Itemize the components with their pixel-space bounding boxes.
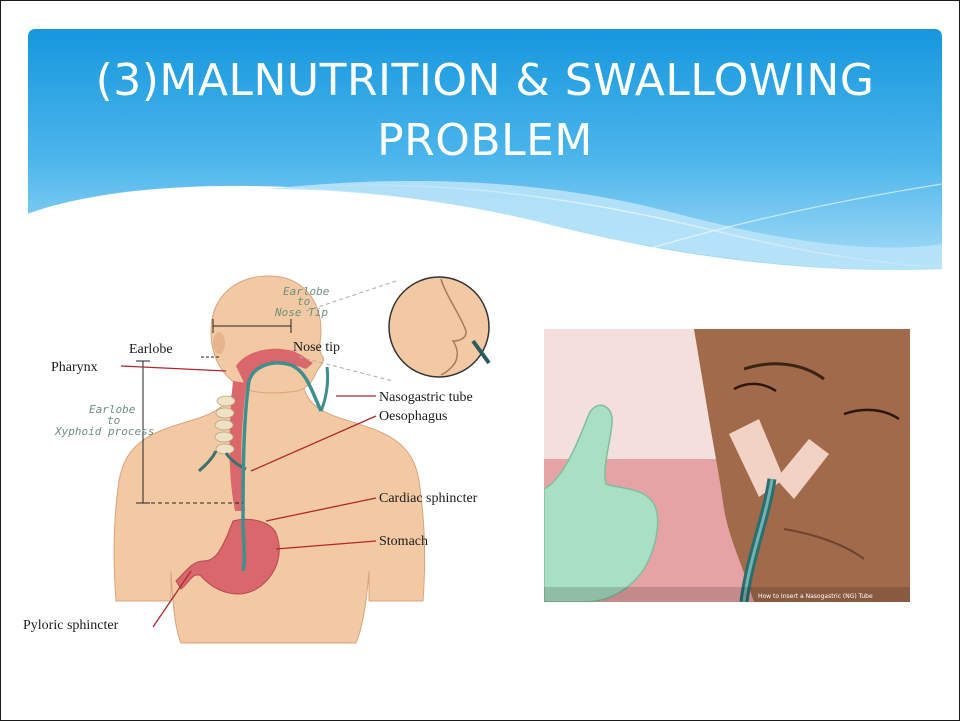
label-cardiac-sphincter: Cardiac sphincter [379,491,478,506]
body-torso [114,386,425,643]
label-pharynx: Pharynx [51,360,98,375]
slide-title: (3)MALNUTRITION & SWALLOWING PROBLEM [28,51,942,171]
title-line-1: (3)MALNUTRITION & SWALLOWING [28,51,942,111]
title-line-2: PROBLEM [28,111,942,171]
ear-shape [213,332,225,354]
label-oesophagus: Oesophagus [379,409,447,424]
photo-watermark: How to Insert a Nasogastric (NG) Tube [758,593,873,600]
zoom-circle [389,277,489,377]
label-pyloric-sphincter: Pyloric sphincter [23,618,119,633]
label-nasogastric-tube: Nasogastric tube [379,390,473,405]
measure1-line3: Nose Tip [274,306,328,319]
nasogastric-diagram: Earlobe Nose tip Pharynx Nasogastric tub… [21,271,511,651]
measure2-line3: Xyphoid process [54,425,154,438]
label-earlobe: Earlobe [129,342,173,357]
label-nose-tip: Nose tip [293,340,340,355]
ng-tube-photo: How to Insert a Nasogastric (NG) Tube [544,329,910,602]
label-stomach: Stomach [379,534,428,549]
